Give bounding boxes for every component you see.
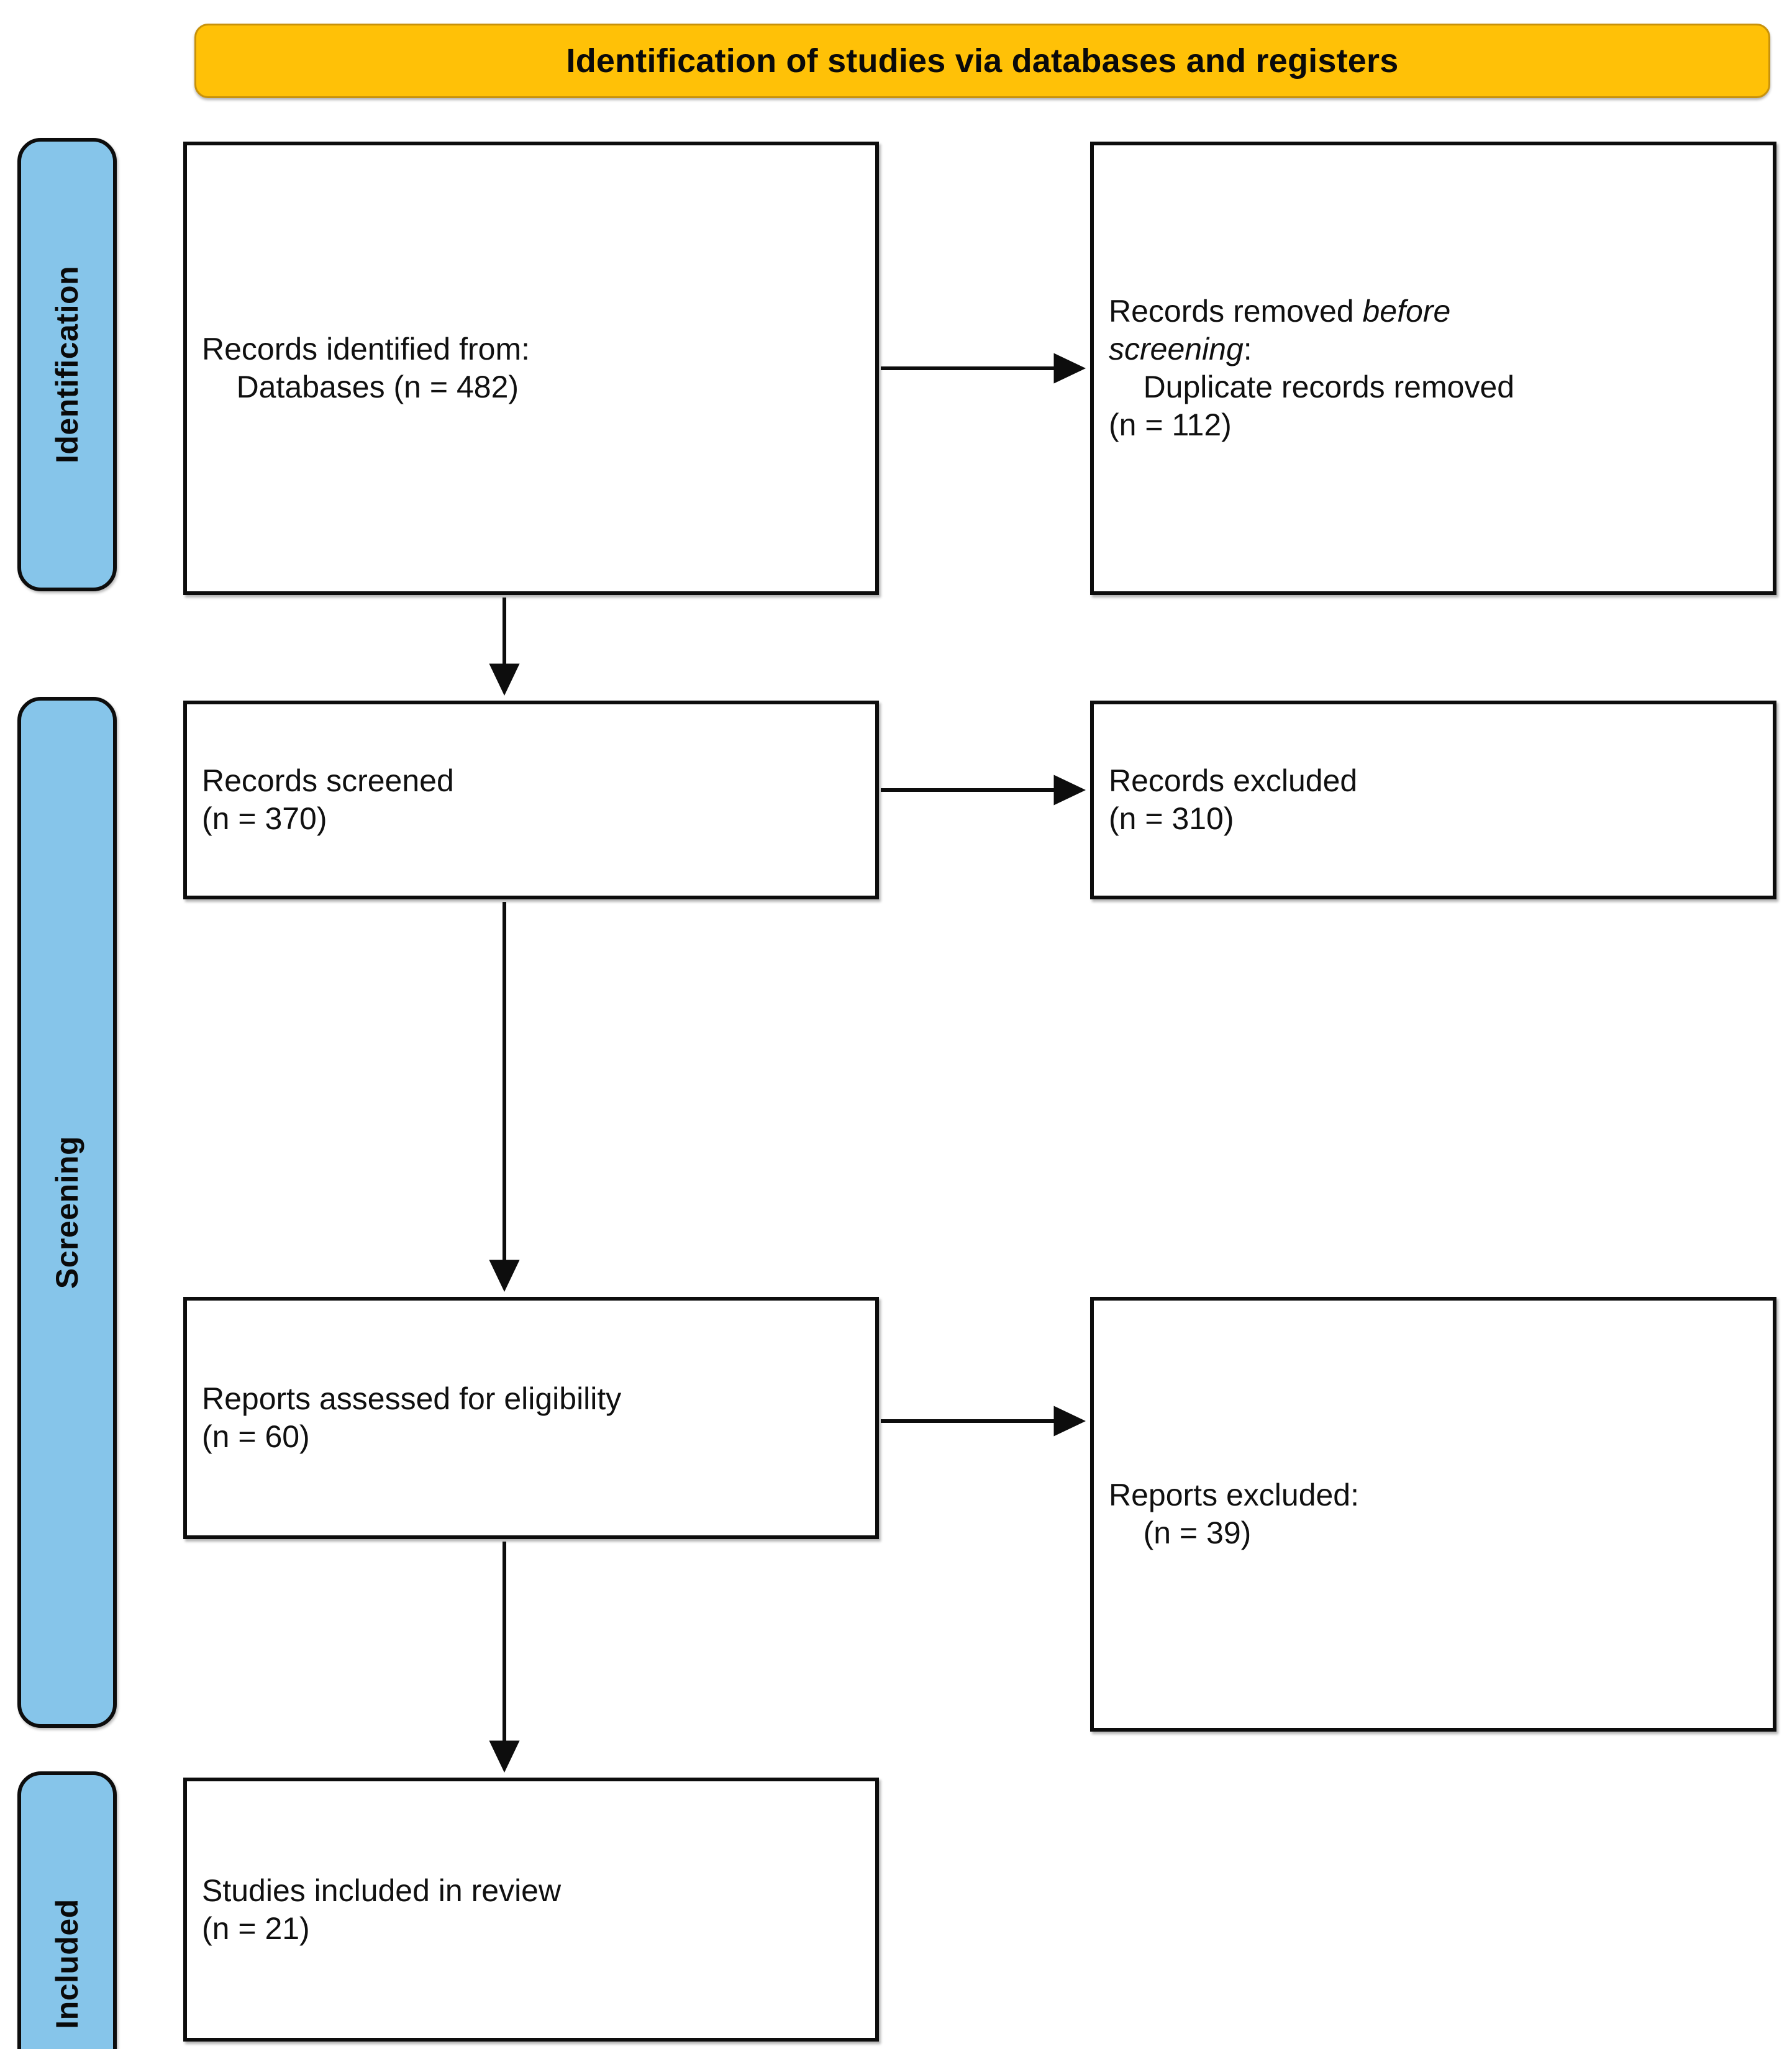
box-records-excluded-line2: (n = 310) xyxy=(1109,801,1234,836)
box-records-screened: Records screened (n = 370) xyxy=(183,701,879,899)
box-records-screened-line1: Records screened xyxy=(202,763,454,798)
stage-label-screening: Screening xyxy=(17,697,117,1728)
stage-label-included: Included xyxy=(17,1771,117,2049)
box-records-identified-line1: Records identified from: xyxy=(202,332,530,366)
box-records-removed-line1: Records removed before xyxy=(1094,293,1773,330)
box-reports-assessed: Reports assessed for eligibility (n = 60… xyxy=(183,1297,879,1539)
box-records-removed-line2-suffix: : xyxy=(1243,332,1252,366)
diagram-title: Identification of studies via databases … xyxy=(566,42,1399,80)
box-records-excluded: Records excluded (n = 310) xyxy=(1090,701,1776,899)
box-reports-assessed-line1: Reports assessed for eligibility xyxy=(202,1381,622,1416)
stage-label-identification-text: Identification xyxy=(50,265,85,464)
stage-label-screening-text: Screening xyxy=(50,1135,84,1289)
box-records-removed-line4: (n = 112) xyxy=(1109,407,1232,442)
box-records-removed-line1-prefix: Records removed xyxy=(1109,294,1363,329)
box-records-excluded-line1: Records excluded xyxy=(1109,763,1358,798)
box-studies-included-line1: Studies included in review xyxy=(202,1873,562,1908)
box-records-removed: Records removed before screening: Duplic… xyxy=(1090,142,1776,595)
box-records-removed-line3: Duplicate records removed xyxy=(1109,370,1515,404)
box-records-screened-line2: (n = 370) xyxy=(202,801,327,836)
box-records-identified: Records identified from: Databases (n = … xyxy=(183,142,879,595)
box-reports-excluded-line1: Reports excluded: xyxy=(1109,1478,1360,1512)
box-reports-assessed-line2: (n = 60) xyxy=(202,1419,310,1454)
stage-label-identification: Identification xyxy=(17,138,117,591)
box-records-removed-line2: screening: xyxy=(1094,330,1773,368)
box-reports-excluded: Reports excluded: (n = 39) xyxy=(1090,1297,1776,1732)
box-records-identified-line2: Databases (n = 482) xyxy=(202,370,519,404)
box-records-removed-line2-italic: screening xyxy=(1109,332,1244,366)
box-studies-included: Studies included in review (n = 21) xyxy=(183,1778,879,2042)
box-records-removed-line1-italic: before xyxy=(1362,294,1451,329)
box-reports-excluded-line2: (n = 39) xyxy=(1109,1515,1252,1550)
stage-label-included-text: Included xyxy=(50,1899,85,2029)
box-studies-included-line2: (n = 21) xyxy=(202,1910,310,1946)
diagram-header-banner: Identification of studies via databases … xyxy=(194,24,1770,98)
